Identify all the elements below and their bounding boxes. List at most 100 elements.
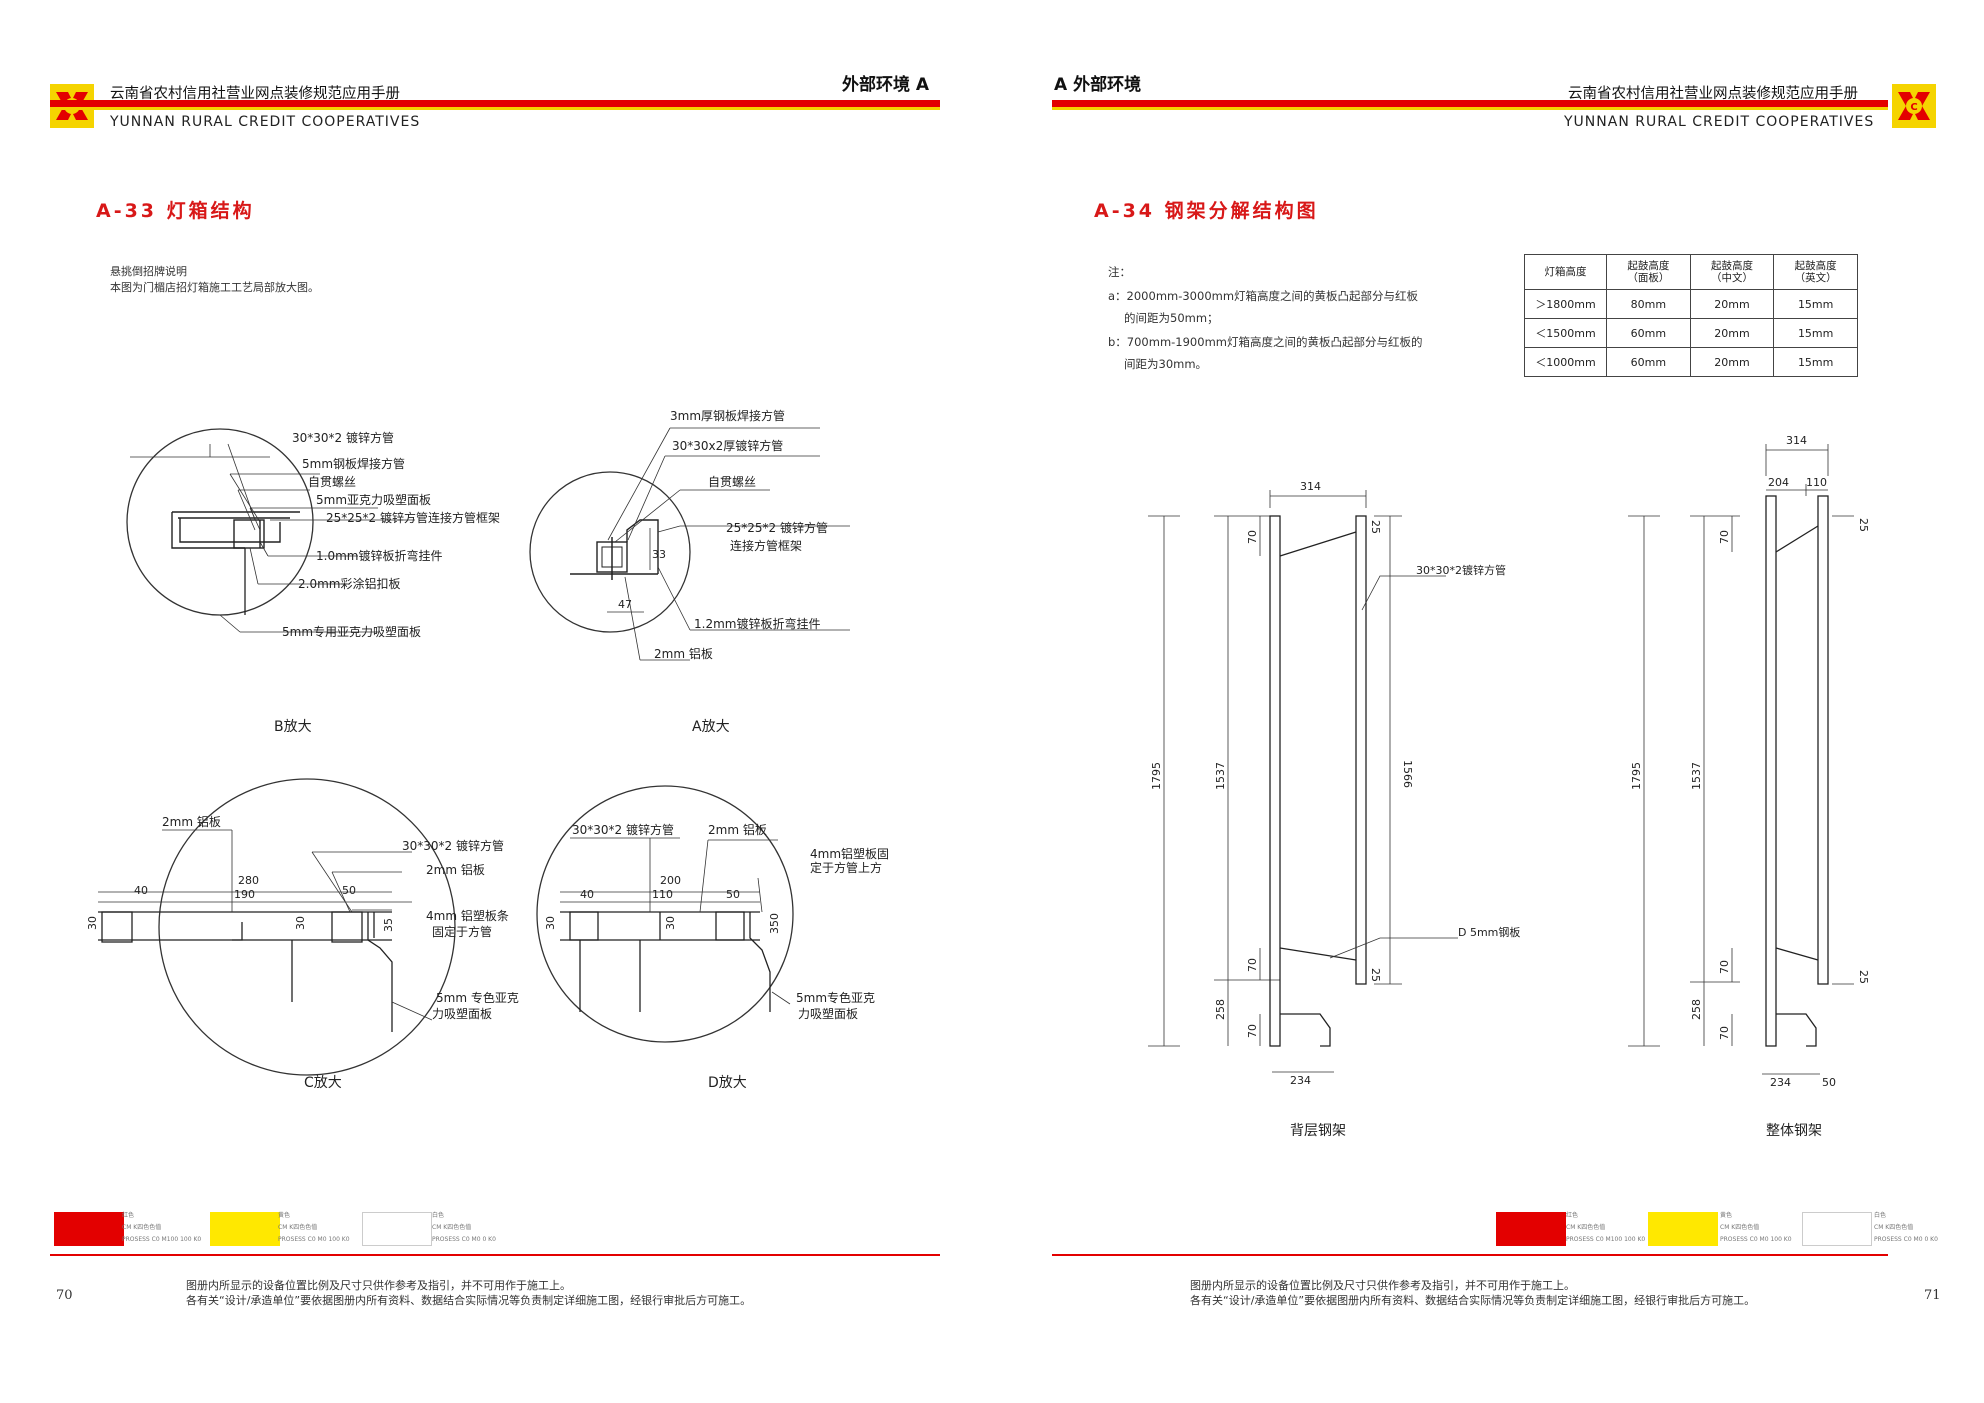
dim-text: 350 xyxy=(768,913,781,934)
dim-text: 204 xyxy=(1768,476,1789,489)
leader-line xyxy=(699,839,778,913)
label-text: 1.0mm镀锌板折弯挂件 xyxy=(316,548,442,563)
table-cell: 15mm xyxy=(1773,289,1858,319)
table-cell: 60mm xyxy=(1606,347,1691,377)
leader-line xyxy=(331,871,402,913)
svg-text:C: C xyxy=(1910,102,1917,113)
swatch-label: 白色 xyxy=(1874,1212,1887,1219)
brand-name-cn: 云南省农村信用社营业网点装修规范应用手册 xyxy=(1568,86,1858,102)
table-header-cell: 起鼓高度 （中文） xyxy=(1689,254,1775,290)
dim-text: 25 xyxy=(1857,518,1870,532)
note-line: b：700mm-1900mm灯箱高度之间的黄板凸起部分与红板的 xyxy=(1108,335,1423,349)
leader-line xyxy=(237,489,310,531)
leader-line xyxy=(657,525,850,533)
dim-text: 50 xyxy=(1822,1076,1836,1089)
dim-text: 47 xyxy=(618,598,632,611)
header-red-bar xyxy=(1052,100,1888,107)
swatch-label: CM K四色色值 xyxy=(1720,1224,1760,1231)
leader-line xyxy=(1329,937,1458,959)
back-frame-drawing: 314 1795 1537 1566 70 25 70 25 258 70 23… xyxy=(1148,480,1520,1087)
leader-line xyxy=(1361,575,1446,611)
frame-brace xyxy=(1775,947,1819,961)
leader-line xyxy=(627,455,820,541)
label-text: 30*30*2 镀锌方管 xyxy=(402,838,504,853)
table-cell: 20mm xyxy=(1689,318,1775,348)
dim-text: 258 xyxy=(1690,999,1703,1020)
leader-line xyxy=(130,444,270,458)
swatch-white xyxy=(362,1212,432,1246)
detail-d-drawing: 30 30 350 200 40 110 50 30*30*2 镀锌方管 2mm… xyxy=(536,785,889,1043)
acrylic-face xyxy=(749,912,771,1012)
swatch-label: 白色 xyxy=(432,1212,445,1219)
swatch-label: CM K四色色值 xyxy=(122,1224,162,1231)
dim-text: 30 xyxy=(544,916,557,930)
swatch-yellow xyxy=(210,1212,280,1246)
whole-frame-caption: 整体钢架 xyxy=(1766,1123,1822,1139)
swatch-white xyxy=(1802,1212,1872,1246)
table-row: ＞1800mm 80mm 20mm 15mm xyxy=(1523,289,1858,319)
table-cell: 20mm xyxy=(1689,347,1775,377)
swatch-label: 红色 xyxy=(1566,1212,1579,1219)
leader-line xyxy=(607,427,820,541)
table-row: ＜1500mm 60mm 20mm 15mm xyxy=(1523,318,1858,348)
detail-a-caption: A放大 xyxy=(692,719,730,735)
leader-line xyxy=(229,473,320,523)
table-cell: 20mm xyxy=(1689,289,1775,319)
swatch-red xyxy=(1496,1212,1566,1246)
table-cell: 80mm xyxy=(1606,289,1691,319)
dim-text: 70 xyxy=(1718,530,1731,544)
label-text: 25*25*2 镀锌方管 xyxy=(726,520,828,535)
page-number: 70 xyxy=(56,1288,73,1303)
dim-text: 280 xyxy=(238,874,259,887)
label-text: 30*30x2厚镀锌方管 xyxy=(672,438,783,453)
tube-section xyxy=(331,911,363,943)
label-text: 固定于方管 xyxy=(432,924,492,939)
label-text: 连接方管框架 xyxy=(730,538,802,553)
label-text: 力吸塑面板 xyxy=(798,1006,858,1021)
panel-line xyxy=(98,911,392,941)
dim-text: 190 xyxy=(234,888,255,901)
dim-text: 110 xyxy=(652,888,673,901)
table-header-row: 灯箱高度 起鼓高度 （面板） 起鼓高度 （中文） 起鼓高度 （英文） xyxy=(1523,254,1858,290)
label-text: 自贯螺丝 xyxy=(708,475,756,489)
dim-text: 234 xyxy=(1290,1074,1311,1087)
swatch-label: PROSESS C0 M0 100 K0 xyxy=(278,1236,350,1243)
dim-text: 1795 xyxy=(1150,762,1163,790)
label-text: 30*30*2 镀锌方管 xyxy=(572,822,674,837)
frame-brace xyxy=(1279,947,1357,961)
label-text: 4mm 铝塑板条 xyxy=(426,908,509,923)
dim-text: 258 xyxy=(1214,999,1227,1020)
header-red-bar xyxy=(50,100,940,107)
leader-line xyxy=(657,566,850,631)
dim-text: 110 xyxy=(1806,476,1827,489)
table-cell: 15mm xyxy=(1773,347,1858,377)
panel-line xyxy=(232,922,243,941)
swatch-label: 红色 xyxy=(122,1212,135,1219)
frame-foot xyxy=(1776,1013,1817,1047)
note-line: 的间距为50mm； xyxy=(1124,311,1219,325)
table-header-cell: 灯箱高度 xyxy=(1523,254,1608,290)
table-cell: 15mm xyxy=(1773,318,1858,348)
leader-line xyxy=(227,443,256,521)
page-title: A-34 钢架分解结构图 xyxy=(1094,200,1319,222)
table-header-cell: 起鼓高度 （面板） xyxy=(1606,254,1691,290)
leader-line xyxy=(391,1001,433,1021)
table-cell: ＜1000mm xyxy=(1523,347,1608,377)
tube-section xyxy=(715,911,745,941)
label-text: 25*25*2 镀锌方管连接方管框架 xyxy=(326,510,500,525)
frame-post xyxy=(1817,495,1829,985)
table-cell: 60mm xyxy=(1606,318,1691,348)
note-line: 注： xyxy=(1108,265,1131,279)
footer-note: 各有关“设计/承造单位”要依据图册内所有资料、数据结合实际情况等负责制定详细施工… xyxy=(1190,1294,1756,1307)
detail-a-drawing: 33 47 3mm厚钢板焊接方管 30*30x2厚镀锌方管 自贯螺丝 25*25… xyxy=(529,408,850,661)
back-frame-caption: 背层钢架 xyxy=(1290,1123,1346,1139)
table-header-cell: 起鼓高度 （英文） xyxy=(1773,254,1858,290)
dim-text: 30 xyxy=(294,916,307,930)
frame-brace xyxy=(1775,525,1819,553)
dim-text: 50 xyxy=(726,888,740,901)
swatch-label: 黄色 xyxy=(1720,1212,1733,1219)
rcc-logo-icon: C xyxy=(1892,84,1936,128)
dim-text: 314 xyxy=(1786,434,1807,447)
label-text: 30*30*2镀锌方管 xyxy=(1416,563,1506,577)
leader-line xyxy=(771,991,791,1005)
